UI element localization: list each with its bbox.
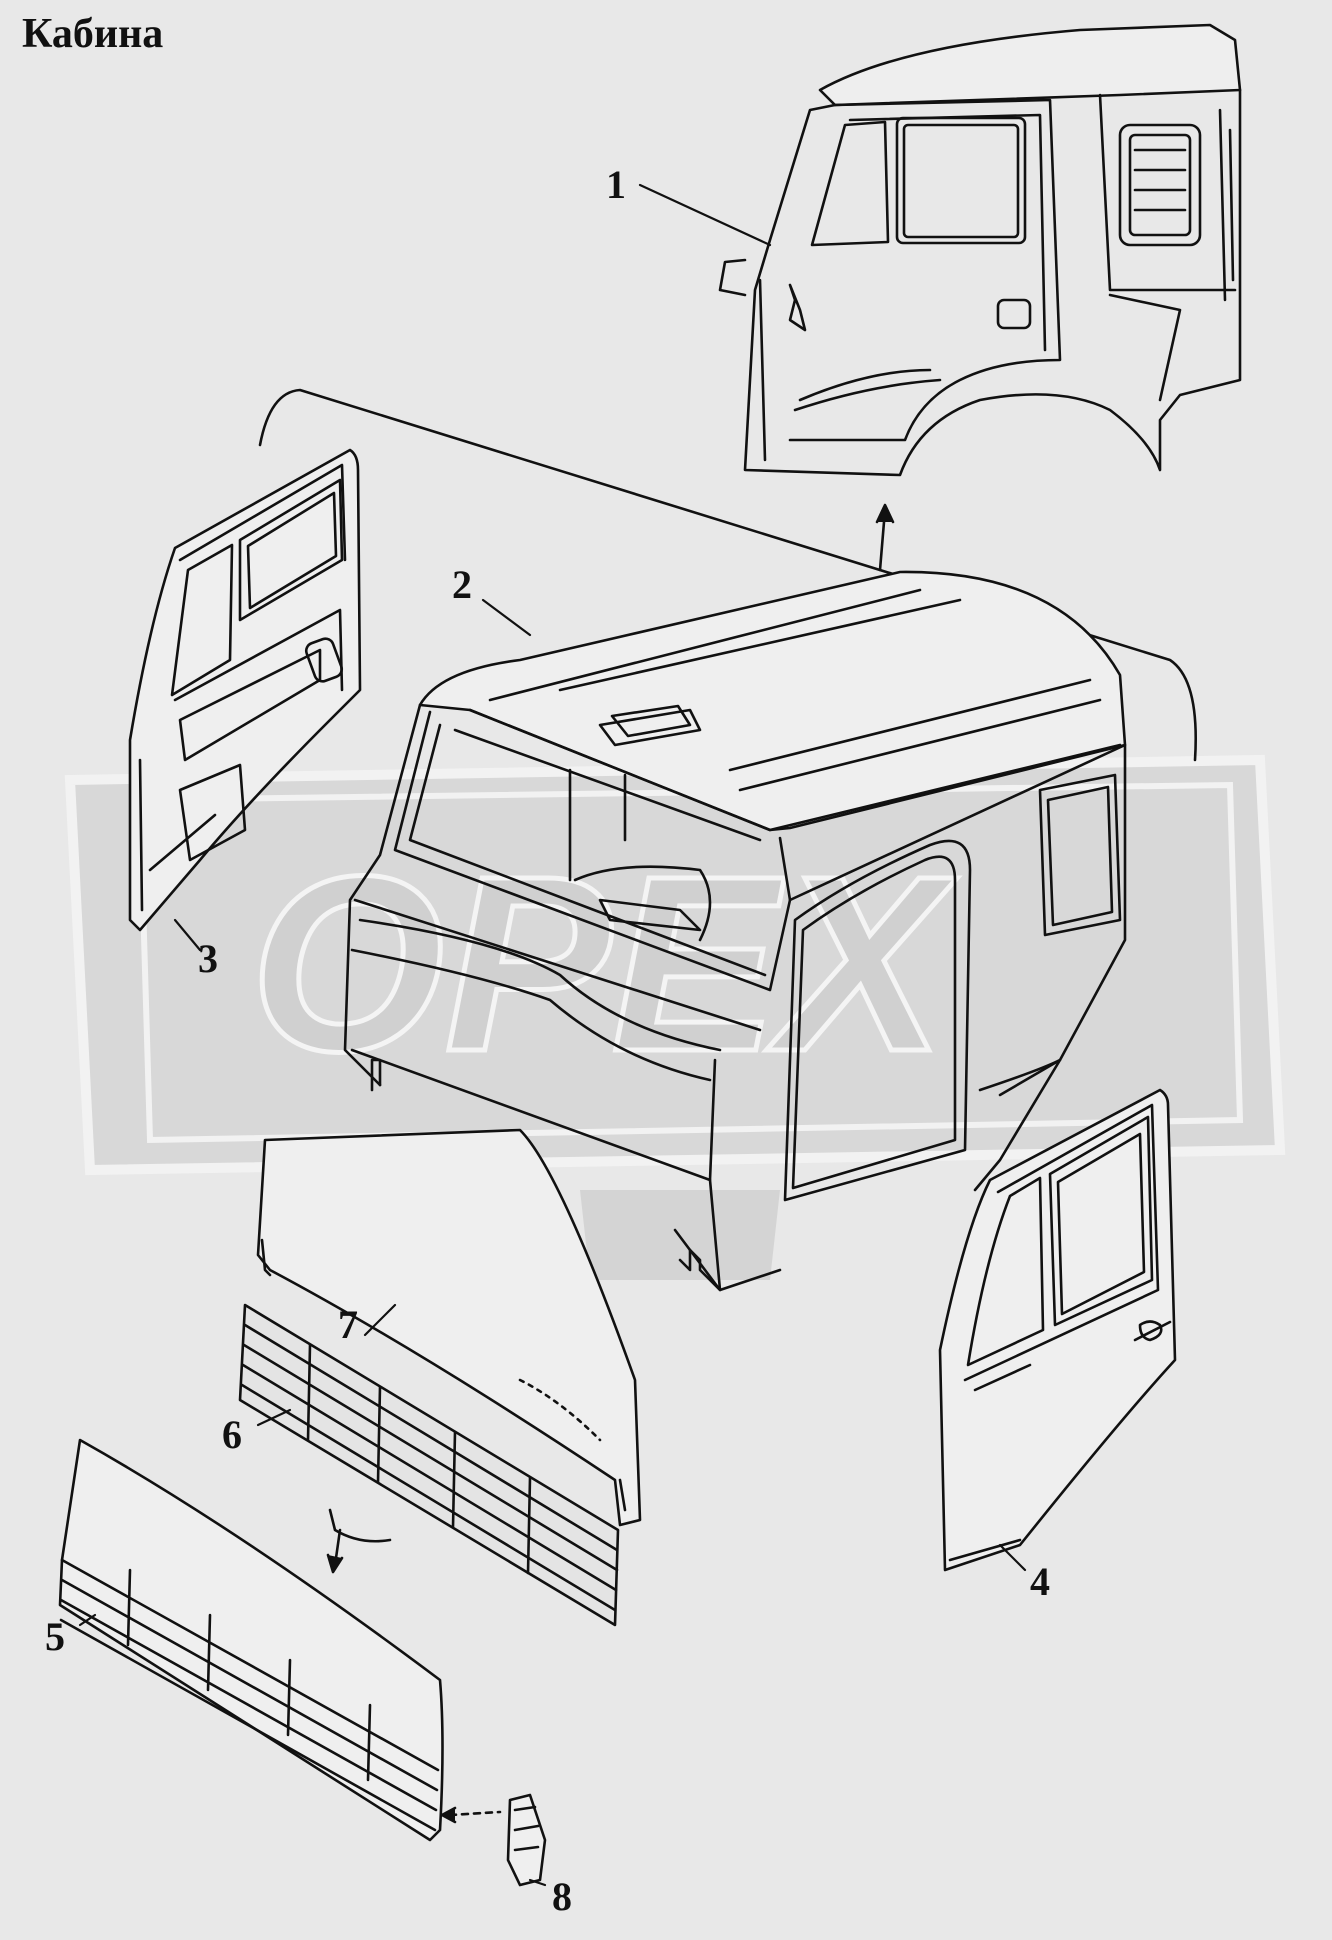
callout-labels: 1 2 3 4 5 6 7 8 [45,162,1050,1919]
leader-lines [78,183,1027,1887]
front-trim-panel [58,1438,444,1842]
callout-6: 6 [222,1412,242,1457]
fastener-bracket [440,1793,547,1887]
assembled-cabin [718,23,1242,477]
callout-7: 7 [338,1302,358,1347]
assembly-arrow [258,388,1197,762]
left-door [128,448,362,932]
callout-1: 1 [606,162,626,207]
callout-8: 8 [552,1874,572,1919]
callout-5: 5 [45,1614,65,1659]
callout-3: 3 [198,936,218,981]
right-door [938,1088,1177,1572]
radiator-grille [238,1303,620,1627]
callout-2: 2 [452,562,472,607]
front-panel-upper [256,1128,642,1527]
cabin-body-shell [343,570,1127,1292]
callout-4: 4 [1030,1559,1050,1604]
page-title: Кабина [22,11,164,57]
